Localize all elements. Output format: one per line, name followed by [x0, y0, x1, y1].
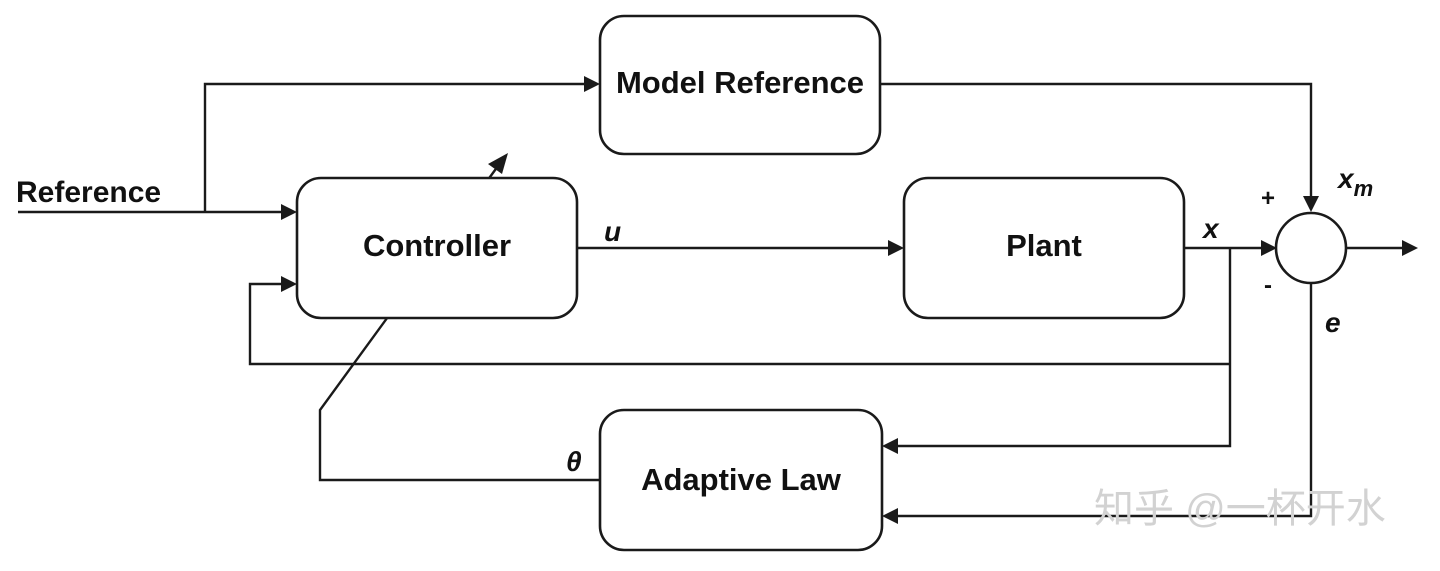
arrowhead-controller-reference [281, 204, 297, 220]
sum-minus-sign: - [1264, 272, 1272, 299]
model-output-line [880, 82, 1313, 198]
arrowhead-plant-input [888, 240, 904, 256]
reference-input-label: Reference [16, 176, 161, 209]
arrowhead-controller-feedback [281, 276, 297, 292]
e-signal-line [896, 284, 1313, 518]
arrowhead-sum-xm [1303, 196, 1319, 212]
controller-block [295, 176, 579, 320]
summing-junction [1274, 211, 1348, 285]
arrowhead-output [1402, 240, 1418, 256]
model-reference-block [598, 14, 882, 156]
x-signal-label: x [1201, 213, 1220, 244]
u-signal-label: u [604, 216, 621, 247]
reference-to-model-line [203, 82, 588, 212]
xm-subscript: m [1354, 176, 1374, 201]
arrowhead-theta-adjust [488, 153, 508, 174]
e-signal-label: e [1325, 307, 1341, 338]
controller-label: Controller [363, 228, 511, 263]
arrowhead-adaptive-x [882, 438, 898, 454]
watermark-text: 知乎 @一杯开水 [1094, 487, 1386, 531]
x-branch-line [896, 248, 1232, 448]
sum-plus-sign: + [1261, 185, 1275, 212]
theta-signal-label: θ [566, 446, 582, 477]
xm-base: x [1336, 163, 1355, 194]
adaptive-law-block [598, 408, 884, 552]
arrowhead-model-input [584, 76, 600, 92]
arrowhead-sum-x [1261, 240, 1277, 256]
plant-block [902, 176, 1186, 320]
xm-signal-label: xm [1336, 163, 1373, 201]
state-feedback-line [248, 282, 1230, 366]
plant-label: Plant [1006, 228, 1082, 263]
model-reference-label: Model Reference [616, 65, 864, 100]
arrowhead-adaptive-e [882, 508, 898, 524]
adaptive-law-label: Adaptive Law [641, 462, 842, 497]
